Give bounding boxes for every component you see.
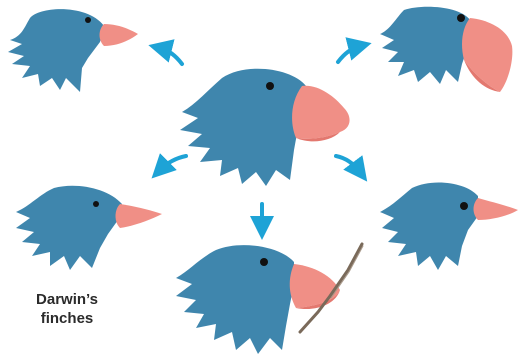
finch-head-top-left: [8, 9, 138, 92]
feathers-top-right: [380, 7, 470, 84]
eye-center: [266, 82, 274, 90]
beak-middle-right: [474, 198, 519, 220]
eye-bottom-center: [260, 258, 268, 266]
finch-head-top-right: [380, 7, 512, 92]
beak-bottom-center: [290, 264, 340, 308]
arrow-to-top-left: [160, 48, 182, 64]
beak-top-left: [100, 24, 139, 46]
feathers-center: [180, 69, 306, 186]
eye-top-left: [85, 17, 91, 23]
beak-center: [292, 86, 350, 139]
arrow-to-top-right: [338, 46, 360, 62]
finch-head-bottom-center: [176, 244, 363, 354]
caption-line-1: Darwin’s: [22, 290, 112, 309]
eye-middle-left: [93, 201, 99, 207]
feathers-bottom-center: [176, 245, 294, 354]
arrow-to-middle-right: [336, 156, 360, 172]
arrow-to-middle-left: [160, 156, 186, 170]
beak-middle-left: [116, 204, 163, 228]
finch-head-center: [180, 69, 350, 186]
diagram-caption: Darwin’s finches: [22, 290, 112, 328]
beak-top-right: [462, 18, 512, 92]
feathers-middle-right: [380, 182, 478, 270]
eye-top-right: [457, 14, 465, 22]
finch-head-middle-right: [380, 182, 518, 270]
eye-middle-right: [460, 202, 468, 210]
feathers-middle-left: [16, 186, 122, 270]
caption-line-2: finches: [22, 309, 112, 328]
finch-head-middle-left: [16, 186, 162, 270]
